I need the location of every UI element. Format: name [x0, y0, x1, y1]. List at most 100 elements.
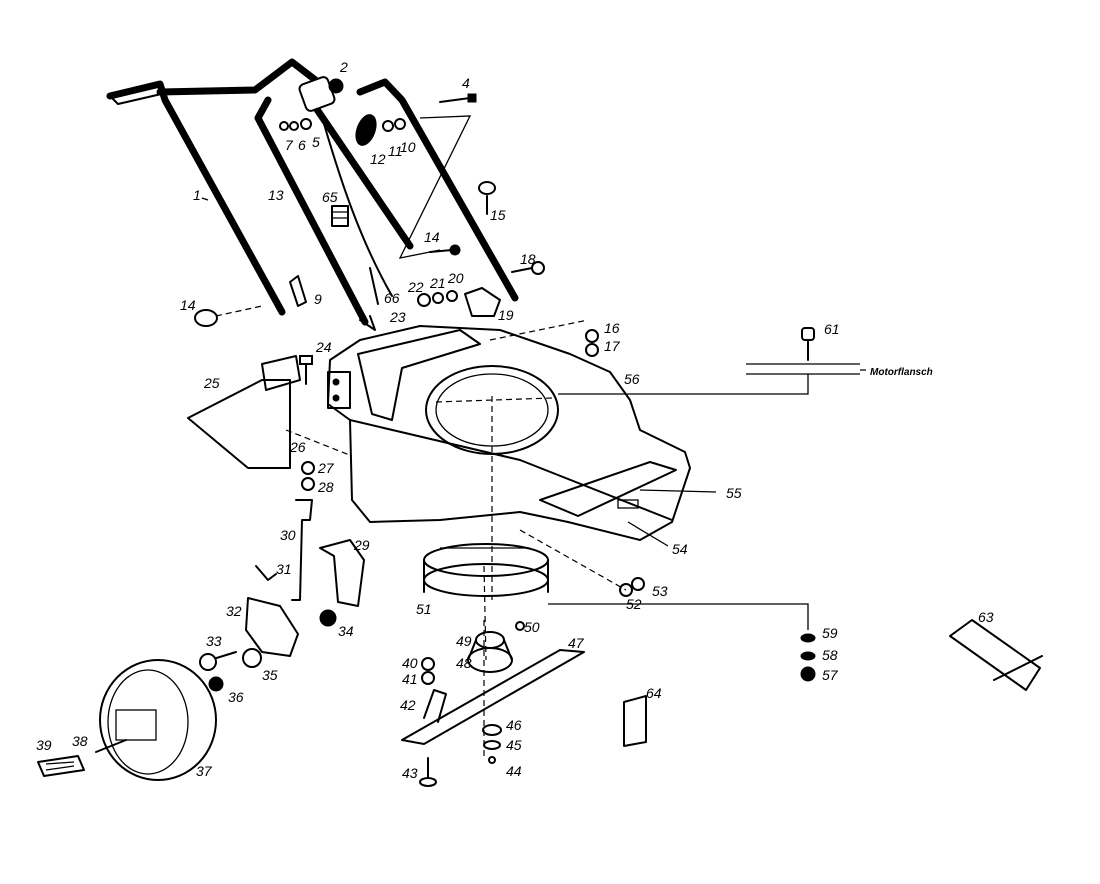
flange-ring-51: [423, 543, 549, 597]
callout-42: 42: [400, 697, 416, 713]
throttle-lever: [298, 76, 336, 112]
callout-54: 54: [672, 541, 688, 557]
callout-56: 56: [624, 371, 640, 387]
callout-7: 7: [285, 137, 294, 153]
callout-29: 29: [353, 537, 370, 553]
reference-triangle: [398, 115, 472, 259]
motor-flange-hardware: [585, 327, 1043, 747]
leader-lines: [201, 197, 809, 756]
callout-37: 37: [196, 763, 213, 779]
washer-10: [394, 118, 406, 130]
wheel-37: [99, 659, 217, 781]
callout-19: 19: [498, 307, 514, 323]
callout-10: 10: [400, 139, 416, 155]
callout-18: 18: [520, 251, 536, 267]
blade-assembly: [401, 577, 645, 787]
callout-14-right: 14: [424, 229, 440, 245]
callout-20: 20: [447, 270, 464, 286]
cutter-insert-42: [423, 689, 447, 723]
grass-channel-23: [357, 329, 481, 421]
callout-22: 22: [407, 279, 424, 295]
callout-48: 48: [456, 655, 472, 671]
callout-49: 49: [456, 633, 472, 649]
callout-63: 63: [978, 609, 994, 625]
bolt-14-right: [429, 249, 453, 253]
handle-assembly: [106, 58, 545, 331]
front-bumper-55: [539, 461, 677, 517]
callout-6: 6: [298, 137, 306, 153]
callout-24: 24: [315, 339, 332, 355]
callout-59: 59: [822, 625, 838, 641]
handle-crossbar: [156, 58, 322, 96]
deck-outline: [327, 325, 691, 541]
callout-5: 5: [312, 134, 320, 150]
callout-9: 9: [314, 291, 322, 307]
callout-2: 2: [339, 59, 348, 75]
callout-58: 58: [822, 647, 838, 663]
callout-55: 55: [726, 485, 742, 501]
handle-bar-13: [254, 96, 369, 326]
callout-16: 16: [604, 320, 620, 336]
clip-9: [289, 275, 307, 307]
bolt-4: [439, 97, 471, 103]
deck-housing: [327, 325, 691, 541]
warning-label-64: [623, 695, 647, 747]
washer-6: [289, 121, 299, 131]
callout-26: 26: [289, 439, 306, 455]
washer-20: [446, 290, 458, 302]
callout-17: 17: [604, 338, 621, 354]
callout-57: 57: [822, 667, 839, 683]
callout-66: 66: [384, 290, 400, 306]
callout-39: 39: [36, 737, 52, 753]
callout-36: 36: [228, 689, 244, 705]
callout-32: 32: [226, 603, 242, 619]
callout-40: 40: [402, 655, 418, 671]
callout-1: 1: [193, 187, 201, 203]
callout-30: 30: [280, 527, 296, 543]
callout-15: 15: [490, 207, 506, 223]
washer-21: [432, 292, 444, 304]
rod-66: [369, 267, 379, 305]
handle-bar-inner: [312, 104, 414, 250]
callout-13: 13: [268, 187, 284, 203]
bracket-29: [319, 539, 365, 607]
callout-43: 43: [402, 765, 418, 781]
callout-11: 11: [388, 143, 403, 159]
spark-plug-wrench-63: [949, 619, 1041, 691]
callout-61: 61: [824, 321, 840, 337]
wheel-assembly: [37, 355, 365, 781]
callout-38: 38: [72, 733, 88, 749]
callout-51: 51: [416, 601, 432, 617]
blade-hub-48: [467, 647, 513, 673]
callout-53: 53: [652, 583, 668, 599]
callout-27: 27: [317, 460, 335, 476]
adjust-lever-30: [291, 499, 313, 601]
handwheel-12: [355, 114, 377, 146]
callout-45: 45: [506, 737, 522, 753]
washer-11: [382, 120, 394, 132]
callout-25: 25: [203, 375, 220, 391]
deck-rear-bracket: [327, 371, 351, 409]
callout-31: 31: [276, 561, 292, 577]
motorflansch-label: Motorflansch: [870, 367, 933, 378]
spring-31: [255, 565, 277, 581]
callout-12: 12: [370, 151, 386, 167]
blade-47: [401, 649, 585, 745]
callout-33: 33: [206, 633, 222, 649]
callout-64: 64: [646, 685, 662, 701]
callout-46: 46: [506, 717, 522, 733]
callout-47: 47: [568, 635, 585, 651]
cap-34: [319, 609, 337, 627]
washer-5: [300, 118, 312, 130]
throttle-cable: [319, 109, 393, 297]
callout-65: 65: [322, 189, 338, 205]
wheel-mount-32: [245, 597, 299, 657]
callout-44: 44: [506, 763, 522, 779]
callout-52: 52: [626, 596, 642, 612]
callout-34: 34: [338, 623, 354, 639]
callout-50: 50: [524, 619, 540, 635]
spring-65: [331, 205, 349, 227]
callout-14-left: 14: [180, 297, 196, 313]
knob-14-left: [194, 309, 218, 327]
